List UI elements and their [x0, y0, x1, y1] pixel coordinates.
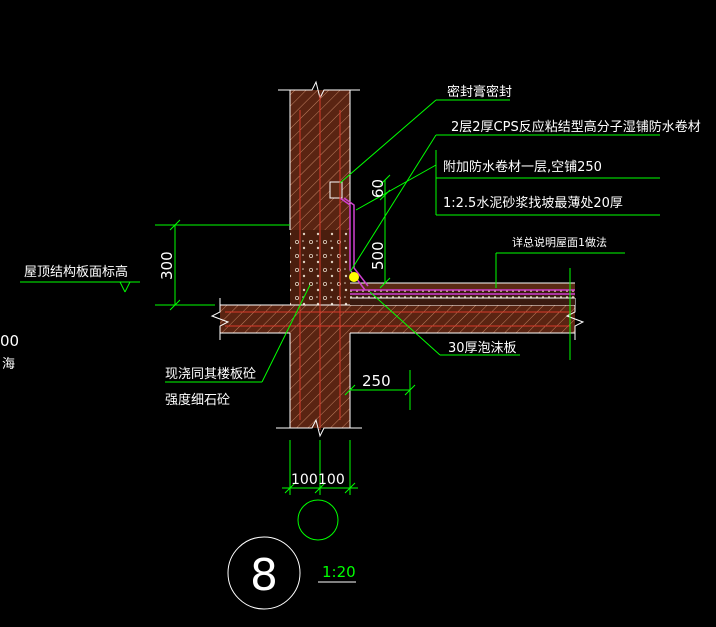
roof-slab: [210, 298, 585, 340]
label-partial-left2: 海: [2, 357, 15, 372]
scale-label: 1:20: [322, 563, 356, 581]
label-foam: 30厚泡沫板: [448, 341, 517, 356]
dim-60: 60: [369, 179, 387, 198]
dim-500: 500: [369, 241, 387, 270]
label-roof-slab-level: 屋顶结构板面标高: [24, 264, 128, 280]
lower-wall: [276, 333, 362, 438]
dim-100b: 100: [318, 472, 345, 488]
dim-100a: 100: [291, 472, 318, 488]
leader-lines: [20, 99, 660, 383]
roof-buildup-layers: [350, 282, 575, 305]
label-sealant: 密封膏密封: [447, 84, 512, 100]
label-mortar: 1:2.5水泥砂浆找坡最薄处20厚: [443, 196, 623, 211]
rebar-lines: [225, 95, 570, 430]
dimension-texts: 60 500 300 250 100 100: [158, 179, 391, 488]
label-roof-ref: 详总说明屋面1做法: [512, 235, 607, 249]
label-extra-membrane: 附加防水卷材一层,空铺250: [443, 159, 602, 175]
dim-250: 250: [362, 372, 391, 390]
upper-wall: [278, 80, 360, 230]
label-cast-line1: 现浇同其楼板砼: [165, 367, 256, 382]
label-membrane: 2层2厚CPS反应粘结型高分子湿铺防水卷材: [451, 119, 701, 135]
label-cast-line2: 强度细石砼: [165, 392, 230, 408]
detail-number: 8: [250, 550, 278, 601]
annotations: 密封膏密封 2层2厚CPS反应粘结型高分子湿铺防水卷材 附加防水卷材一层,空铺2…: [0, 84, 701, 408]
dimension-lines: [155, 174, 571, 541]
membrane-upturn: [329, 181, 369, 291]
label-partial-left1: 00: [0, 332, 19, 350]
dim-300: 300: [158, 251, 176, 280]
detail-symbol: 8 1:20: [227, 536, 356, 610]
